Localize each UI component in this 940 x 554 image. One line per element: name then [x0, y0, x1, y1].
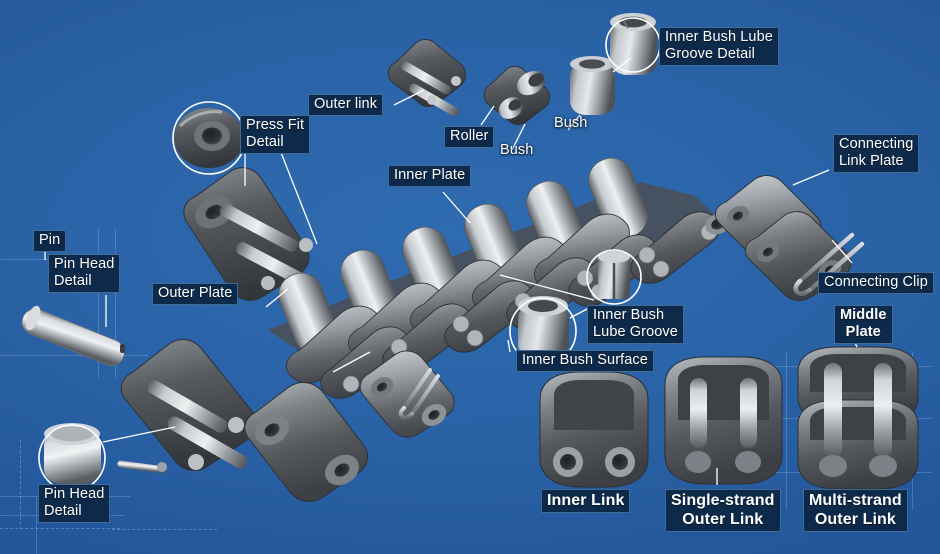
label-middle-plate[interactable]: Middle Plate [834, 305, 893, 344]
part-roller-assembly [483, 65, 551, 126]
part-pin [21, 305, 125, 366]
part-connecting-clip-left [398, 368, 440, 420]
part-pin-head-magnified [44, 423, 101, 484]
label-pin[interactable]: Pin [33, 230, 67, 252]
part-pin-small [117, 460, 167, 474]
label-inner-link[interactable]: Inner Link [541, 489, 631, 513]
label-multi-strand-outer-link[interactable]: Multi-strand Outer Link [803, 489, 908, 532]
label-outer-plate[interactable]: Outer Plate [152, 283, 239, 305]
label-inner-bush-surface[interactable]: Inner Bush Surface [516, 350, 654, 372]
label-inner-bush-lube-groove[interactable]: Inner Bush Lube Groove [587, 305, 684, 344]
part-bush-detail-circled [610, 13, 657, 75]
label-pin-head-detail-bottom[interactable]: Pin Head Detail [38, 484, 111, 523]
label-bush-right[interactable]: Bush [554, 115, 588, 131]
label-roller[interactable]: Roller [444, 126, 495, 148]
part-main-chain-assembly [268, 157, 731, 399]
part-outer-link-top [387, 39, 466, 117]
label-connecting-link-plate[interactable]: Connecting Link Plate [833, 134, 920, 173]
label-inner-bush-lube-groove-detail[interactable]: Inner Bush Lube Groove Detail [659, 27, 779, 66]
part-press-fit-magnified [174, 108, 244, 168]
part-lube-groove-magnified [598, 251, 630, 299]
part-outer-link-lower-left [120, 339, 258, 471]
label-inner-plate[interactable]: Inner Plate [388, 165, 472, 187]
part-bush-standalone-left [570, 56, 615, 115]
label-connecting-clip[interactable]: Connecting Clip [818, 272, 934, 294]
label-single-strand-outer-link[interactable]: Single-strand Outer Link [665, 489, 781, 532]
label-outer-link[interactable]: Outer link [308, 94, 384, 116]
label-press-fit-detail[interactable]: Press Fit Detail [240, 115, 311, 154]
label-pin-head-detail-top[interactable]: Pin Head Detail [48, 254, 121, 293]
part-multi-strand-outer-link [797, 346, 919, 490]
part-outer-plate-link [244, 382, 369, 502]
part-single-strand-outer-link [664, 356, 783, 485]
part-inner-link-bottom [539, 371, 649, 488]
label-bush-left[interactable]: Bush [500, 142, 534, 158]
